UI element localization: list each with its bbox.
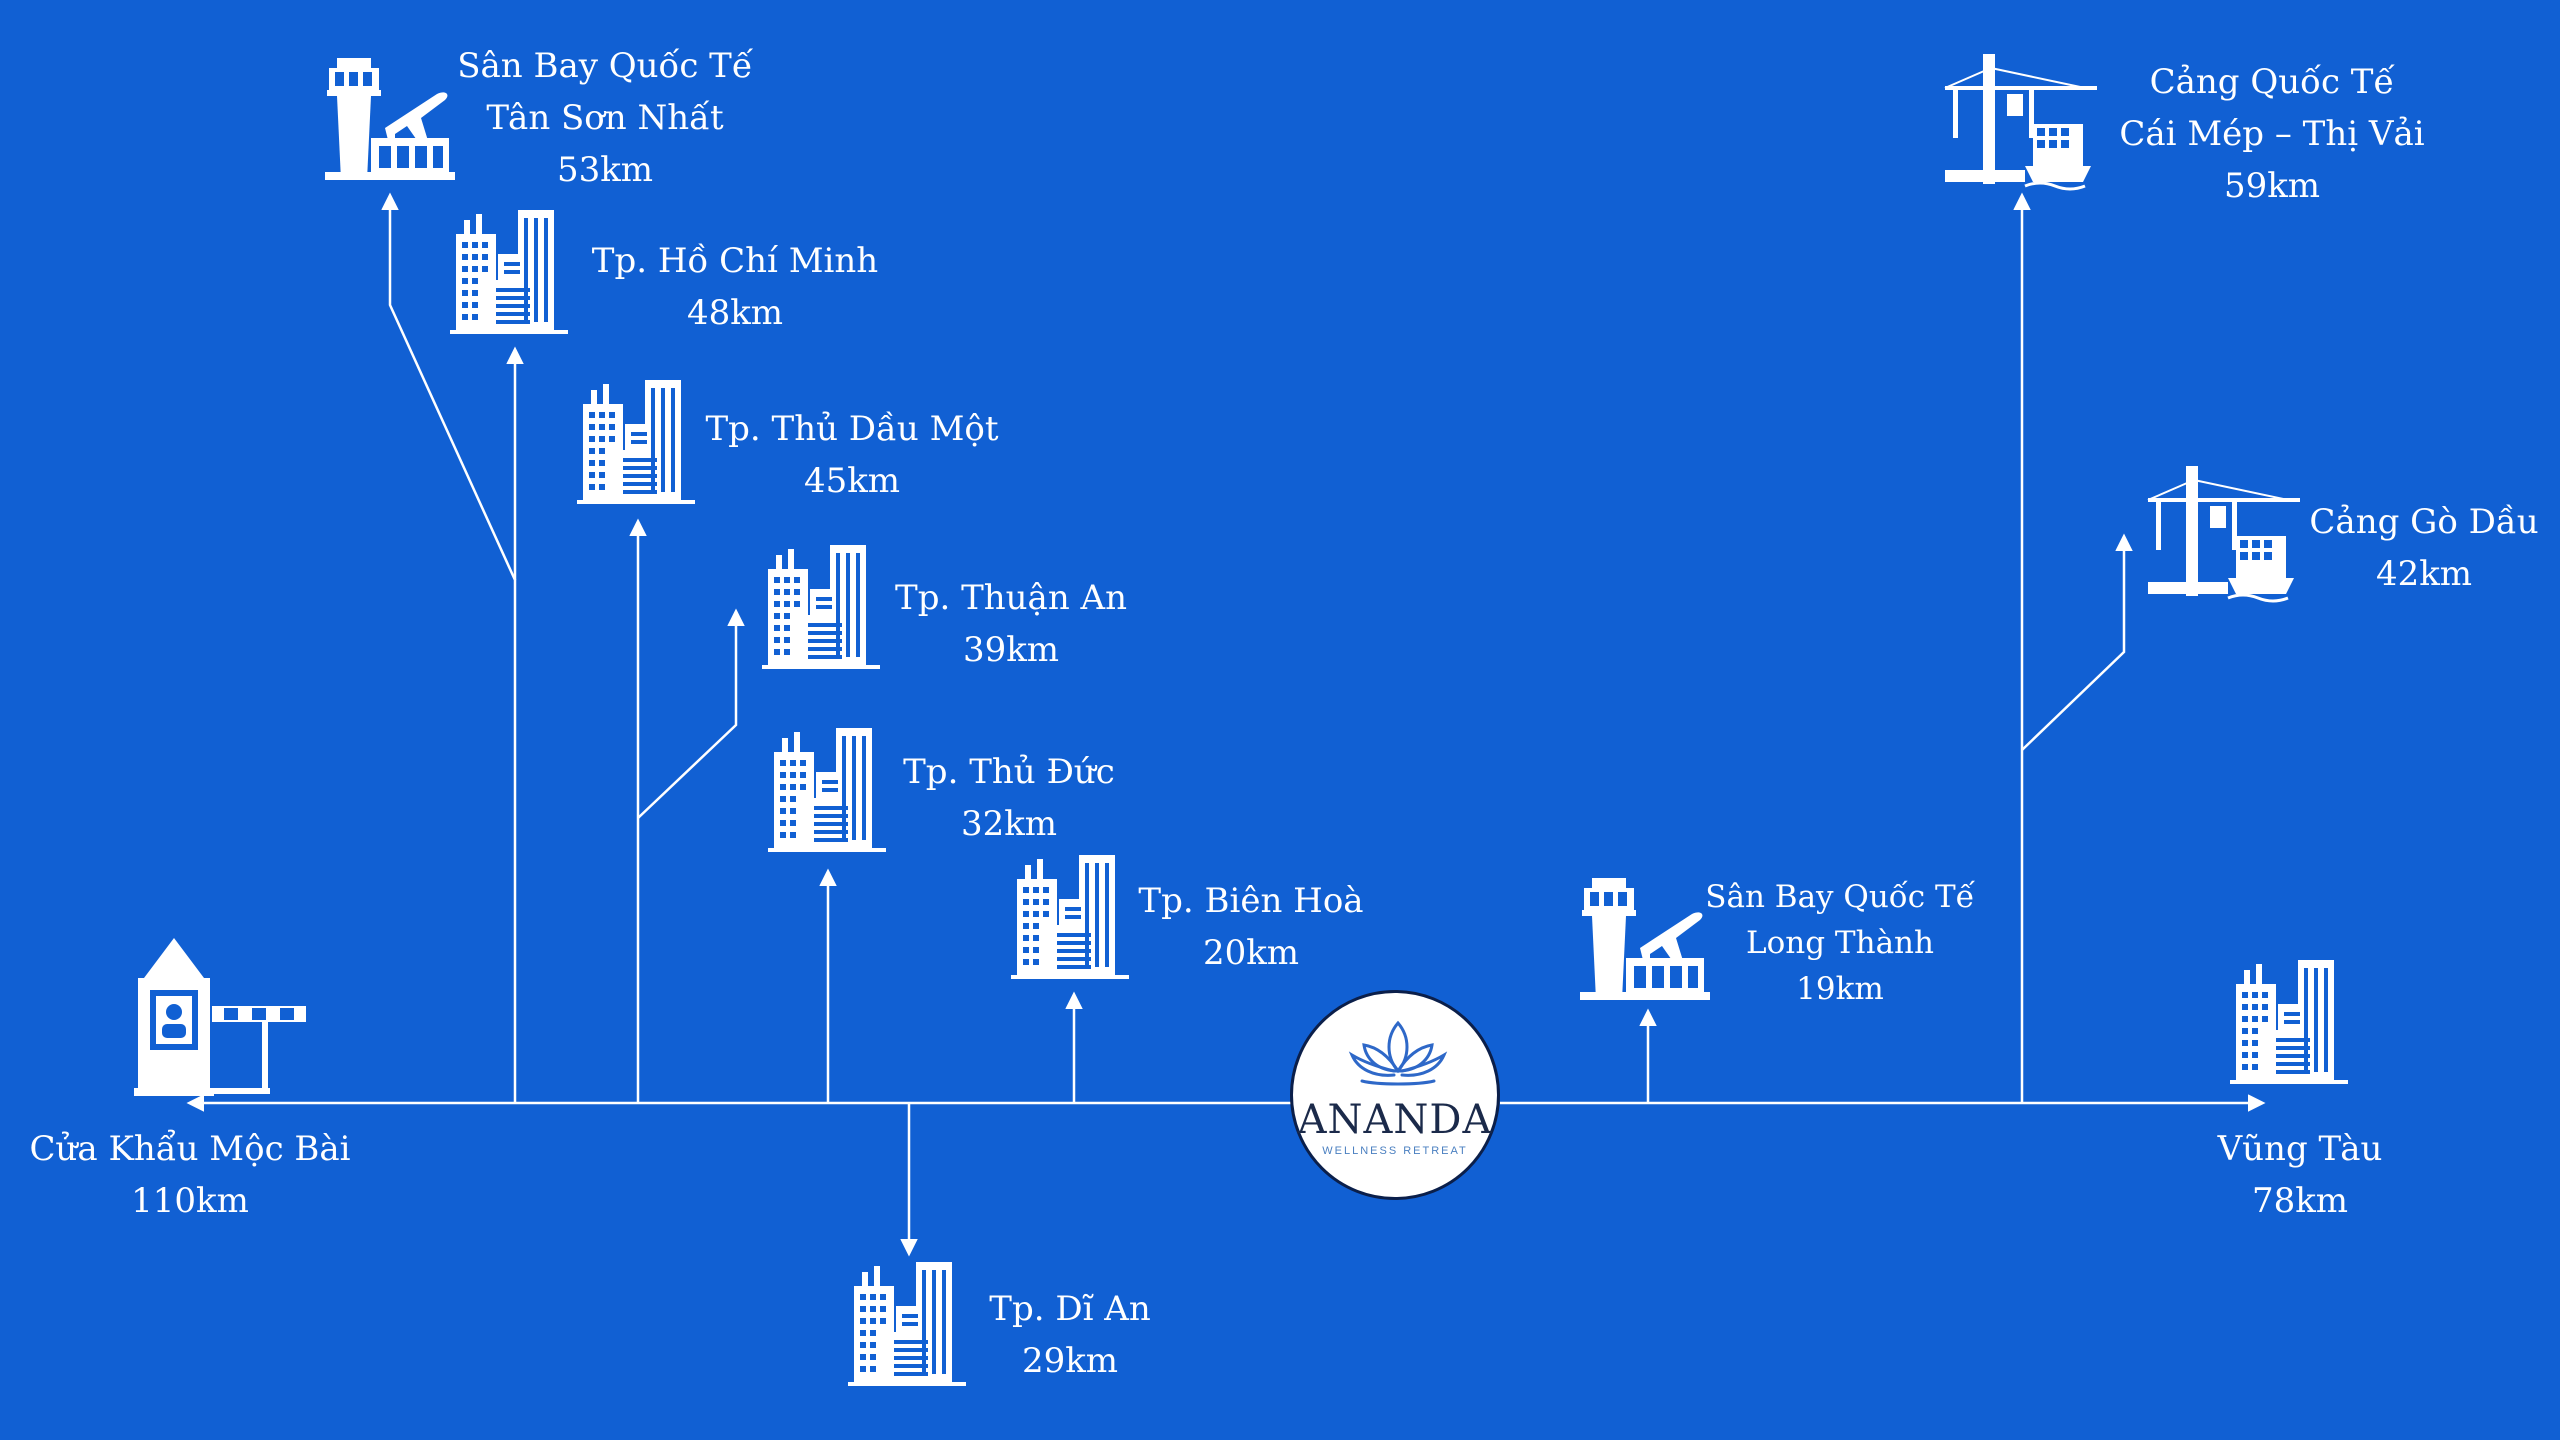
airport-icon xyxy=(325,58,455,180)
label-title: Tp. Thủ Dầu Một xyxy=(705,409,999,449)
city-icon xyxy=(450,210,568,334)
label-distance: 19km xyxy=(1796,971,1884,1007)
label-vung-tau: Vũng Tàu 78km xyxy=(2218,1123,2383,1227)
label-thu-dau-mot: Tp. Thủ Dầu Một 45km xyxy=(705,403,998,507)
label-moc-bai: Cửa Khẩu Mộc Bài 110km xyxy=(29,1123,350,1227)
city-icon xyxy=(768,728,886,852)
brand-name: ANANDA xyxy=(1297,1097,1493,1143)
label-thu-duc: Tp. Thủ Đức 32km xyxy=(903,746,1115,850)
label-distance: 78km xyxy=(2251,1181,2349,1221)
city-icon xyxy=(577,380,695,504)
label-title: Cảng Quốc Tế xyxy=(2149,62,2395,102)
brand-tagline: WELLNESS RETREAT xyxy=(1322,1145,1468,1157)
label-distance: 20km xyxy=(1202,933,1300,973)
city-icon xyxy=(1011,855,1129,979)
city-icon xyxy=(2230,960,2348,1084)
label-long-thanh: Sân Bay Quốc Tế Long Thành 19km xyxy=(1705,874,1974,1012)
label-ho-chi-minh: Tp. Hồ Chí Minh 48km xyxy=(592,235,878,339)
connector-tan-son-nhat xyxy=(381,192,517,1103)
label-tan-son-nhat: Sân Bay Quốc Tế Tân Sơn Nhất 53km xyxy=(457,40,753,196)
label-title: Cái Mép – Thị Vải xyxy=(2119,114,2425,154)
label-title: Cửa Khẩu Mộc Bài xyxy=(29,1129,351,1169)
connector-go-dau xyxy=(2021,533,2133,751)
label-distance: 42km xyxy=(2375,554,2473,594)
ananda-logo: ANANDA WELLNESS RETREAT xyxy=(1290,990,1500,1200)
airport-icon xyxy=(1580,878,1710,1000)
label-title: Cảng Gò Dầu xyxy=(2309,502,2539,542)
label-distance: 59km xyxy=(2223,166,2321,206)
label-di-an: Tp. Dĩ An 29km xyxy=(989,1283,1150,1387)
label-title: Tân Sơn Nhất xyxy=(486,98,724,138)
label-title: Sân Bay Quốc Tế xyxy=(457,46,753,86)
label-title: Sân Bay Quốc Tế xyxy=(1705,879,1975,915)
label-title: Vũng Tàu xyxy=(2217,1129,2383,1169)
label-distance: 29km xyxy=(1021,1341,1119,1381)
label-title: Long Thành xyxy=(1746,925,1934,961)
label-distance: 48km xyxy=(686,293,784,333)
label-title: Tp. Thủ Đức xyxy=(903,752,1115,792)
label-bien-hoa: Tp. Biên Hoà 20km xyxy=(1138,875,1363,979)
label-distance: 45km xyxy=(803,461,901,501)
label-distance: 53km xyxy=(556,150,654,190)
label-thuan-an: Tp. Thuận An 39km xyxy=(895,572,1127,676)
label-title: Tp. Thuận An xyxy=(895,578,1127,618)
label-distance: 32km xyxy=(960,804,1058,844)
connector-thuan-an xyxy=(637,608,745,819)
label-cai-mep: Cảng Quốc Tế Cái Mép – Thị Vải 59km xyxy=(2119,56,2424,212)
border-gate-icon xyxy=(134,938,306,1096)
label-title: Tp. Hồ Chí Minh xyxy=(591,241,879,281)
city-icon xyxy=(762,545,880,669)
port-icon xyxy=(1944,54,2097,191)
label-go-dau: Cảng Gò Dầu 42km xyxy=(2309,496,2538,600)
label-title: Tp. Dĩ An xyxy=(989,1289,1151,1329)
label-title: Tp. Biên Hoà xyxy=(1138,881,1364,921)
lotus-icon xyxy=(1348,1020,1448,1086)
port-icon xyxy=(2147,466,2300,603)
label-distance: 110km xyxy=(131,1181,249,1221)
label-distance: 39km xyxy=(962,630,1060,670)
city-icon xyxy=(848,1262,966,1386)
